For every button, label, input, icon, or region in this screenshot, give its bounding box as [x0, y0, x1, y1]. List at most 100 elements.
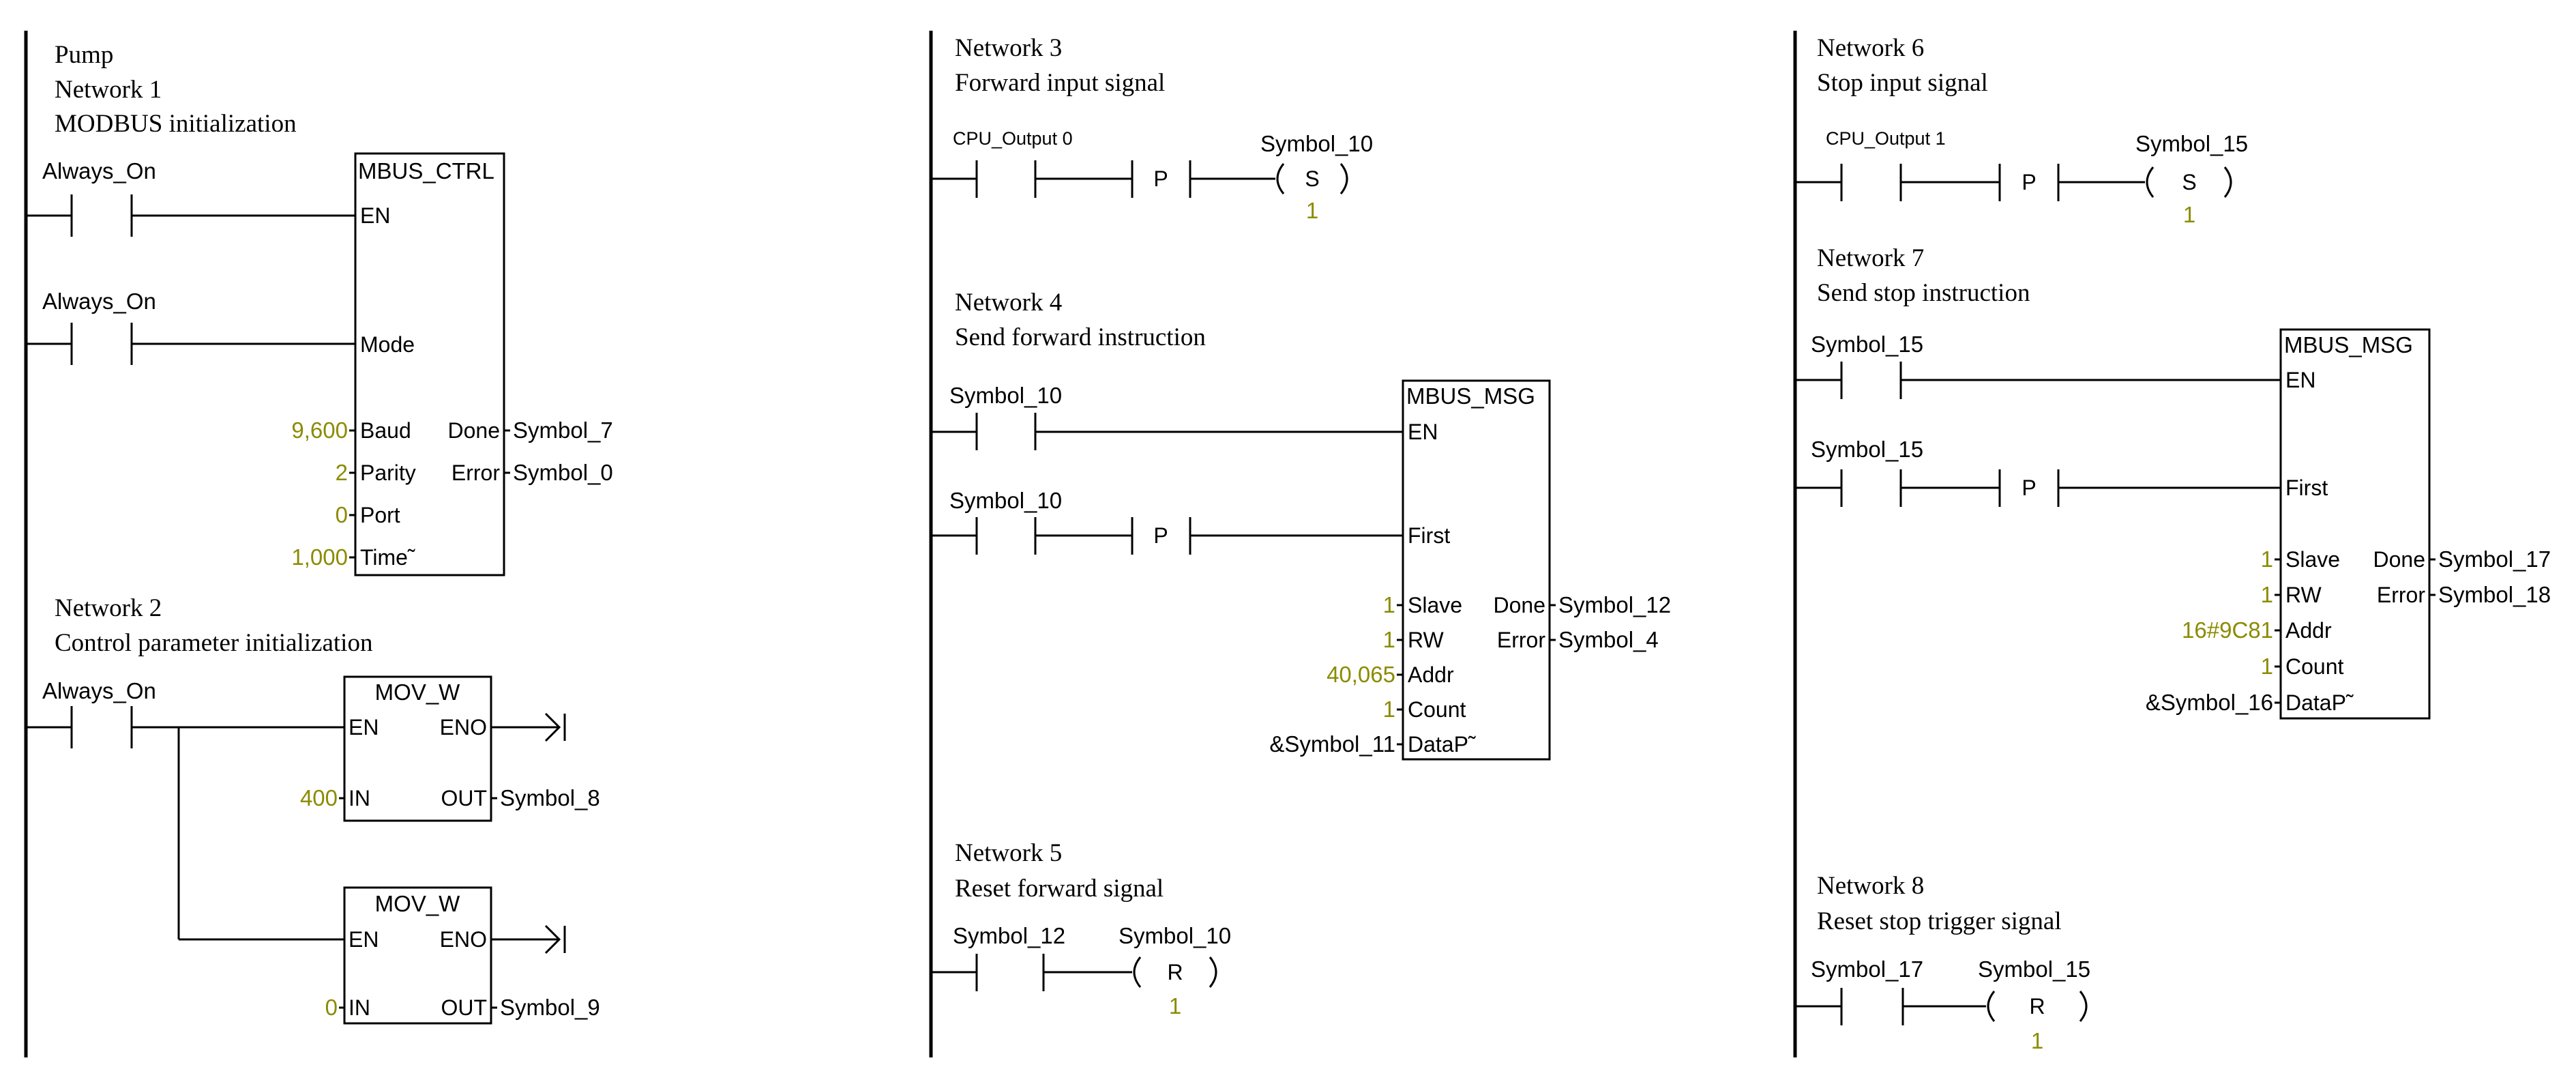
pin-addr: Addr — [2285, 618, 2332, 643]
pin-done: Done — [2373, 547, 2426, 572]
value-timeout: 1,000 — [291, 544, 348, 570]
contact-symbol-10-en — [931, 413, 1403, 450]
network-5: Network 5 Reset forward signal Symbol_12… — [931, 839, 1231, 1019]
contact-label-always-on-mode: Always_On — [42, 289, 156, 314]
output-done-symbol: Symbol_12 — [1558, 592, 1671, 617]
output-error-symbol: Symbol_0 — [513, 460, 613, 485]
coil-value: 1 — [1169, 993, 1181, 1019]
value-port: 0 — [336, 502, 348, 527]
network-8-header: Network 8 — [1817, 872, 1924, 900]
contact-label-symbol-15-first: Symbol_15 — [1811, 437, 1923, 462]
value-rw: 1 — [1383, 627, 1395, 652]
value-slave: 1 — [1383, 592, 1395, 617]
edge-p-label: P — [2022, 476, 2036, 500]
pin-done: Done — [1494, 593, 1546, 617]
value-addr: 40,065 — [1327, 662, 1395, 687]
contact-symbol-15-first — [1795, 469, 2281, 507]
network-5-header: Network 5 — [955, 839, 1062, 867]
coil-reset-label: R — [1167, 960, 1183, 984]
output-symbol: Symbol_9 — [500, 995, 600, 1020]
contact-symbol-15-en — [1795, 362, 2281, 399]
contact-label-always-on: Always_On — [42, 158, 156, 184]
pin-en: EN — [2285, 368, 2315, 392]
value-datap: &Symbol_11 — [1269, 731, 1395, 757]
mov-w-block-1: MOV_W EN ENO IN 400 OUT Symbol_8 — [300, 675, 600, 822]
network-3-header: Network 3 — [955, 34, 1062, 62]
network-6-header: Network 6 — [1817, 34, 1924, 62]
block-title-mov-w-2: MOV_W — [375, 891, 461, 916]
pin-first: First — [2285, 476, 2328, 500]
coil-value: 1 — [2183, 202, 2195, 227]
pin-en: EN — [1408, 420, 1438, 444]
network-2-description: Control parameter initialization — [55, 629, 372, 657]
pin-eno: ENO — [440, 927, 487, 952]
value-count: 1 — [1383, 697, 1395, 722]
pin-count: Count — [2285, 654, 2344, 679]
contact-always-on-n2 — [26, 706, 344, 941]
output-arrow-icon — [544, 924, 561, 954]
pin-datap: DataP˜ — [2285, 690, 2354, 715]
value-slave: 1 — [2261, 546, 2273, 572]
network-3-description: Forward input signal — [955, 69, 1165, 97]
output-done-symbol: Symbol_17 — [2438, 546, 2551, 572]
network-4-header: Network 4 — [955, 289, 1062, 317]
rung-network-3 — [931, 160, 1348, 198]
pin-eno: ENO — [440, 715, 487, 740]
edge-p-label: P — [2022, 170, 2036, 194]
coil-set-label: S — [2182, 170, 2196, 194]
pin-rw: RW — [2285, 583, 2322, 607]
pin-done: Done — [448, 418, 501, 443]
coil-value: 1 — [2031, 1028, 2043, 1053]
pin-en: EN — [360, 203, 390, 228]
pin-addr: Addr — [1408, 662, 1454, 687]
pin-en: EN — [349, 715, 379, 740]
pin-rw: RW — [1408, 628, 1445, 652]
pin-count: Count — [1408, 697, 1466, 722]
value-rw: 1 — [2261, 582, 2273, 607]
value-addr: 16#9C81 — [2182, 617, 2273, 643]
block-title-mbus-msg: MBUS_MSG — [2284, 332, 2413, 357]
coil-symbol-label: Symbol_10 — [1260, 131, 1373, 156]
network-7-description: Send stop instruction — [1817, 279, 2030, 307]
contact-label-always-on-n2: Always_On — [42, 678, 156, 703]
pin-datap: DataP˜ — [1408, 732, 1476, 757]
contact-label-symbol-10-first: Symbol_10 — [949, 488, 1062, 513]
pin-error: Error — [451, 460, 500, 485]
contact-symbol-10-first — [931, 517, 1403, 555]
contact-always-on-en — [26, 194, 355, 237]
coil-set-label: S — [1305, 166, 1319, 191]
value-parity: 2 — [336, 460, 348, 485]
network-7: Network 7 Send stop instruction Symbol_1… — [1795, 244, 2551, 720]
network-6-description: Stop input signal — [1817, 69, 1988, 97]
output-arrow-icon — [544, 712, 561, 742]
contact-label-cpu-output-0: CPU_Output 0 — [953, 128, 1073, 149]
pin-in: IN — [349, 786, 370, 810]
mbus-ctrl-block: MBUS_CTRL EN Mode Baud 9,600 Parity 2 Po… — [291, 152, 613, 576]
pin-timeout: Time˜ — [360, 545, 415, 570]
network-3: Network 3 Forward input signal CPU_Outpu… — [931, 34, 1373, 223]
column-2: Network 3 Forward input signal CPU_Outpu… — [931, 34, 1671, 1019]
network-5-description: Reset forward signal — [955, 875, 1164, 903]
column-3: Network 6 Stop input signal CPU_Output 1… — [1795, 34, 2551, 1053]
network-1: Network 1 MODBUS initialization Always_O… — [26, 76, 613, 576]
pin-out: OUT — [441, 995, 487, 1020]
pin-error: Error — [2377, 583, 2425, 607]
value-in: 400 — [300, 785, 338, 810]
contact-label-cpu-output-1: CPU_Output 1 — [1826, 128, 1946, 149]
coil-symbol-label: Symbol_10 — [1119, 923, 1231, 948]
network-6: Network 6 Stop input signal CPU_Output 1… — [1795, 34, 2248, 227]
pin-slave: Slave — [2285, 547, 2340, 572]
edge-p-label: P — [1153, 523, 1168, 548]
block-title-mbus-ctrl: MBUS_CTRL — [358, 158, 494, 184]
value-count: 1 — [2261, 654, 2273, 679]
network-4: Network 4 Send forward instruction Symbo… — [931, 289, 1671, 761]
rung-network-5 — [931, 954, 1217, 991]
pin-en: EN — [349, 927, 379, 952]
network-7-header: Network 7 — [1817, 244, 1924, 272]
edge-p-label: P — [1153, 166, 1168, 191]
coil-symbol-label: Symbol_15 — [1978, 956, 2090, 982]
output-symbol: Symbol_8 — [500, 785, 600, 810]
output-error-symbol: Symbol_18 — [2438, 582, 2551, 607]
network-1-description: MODBUS initialization — [55, 110, 297, 138]
